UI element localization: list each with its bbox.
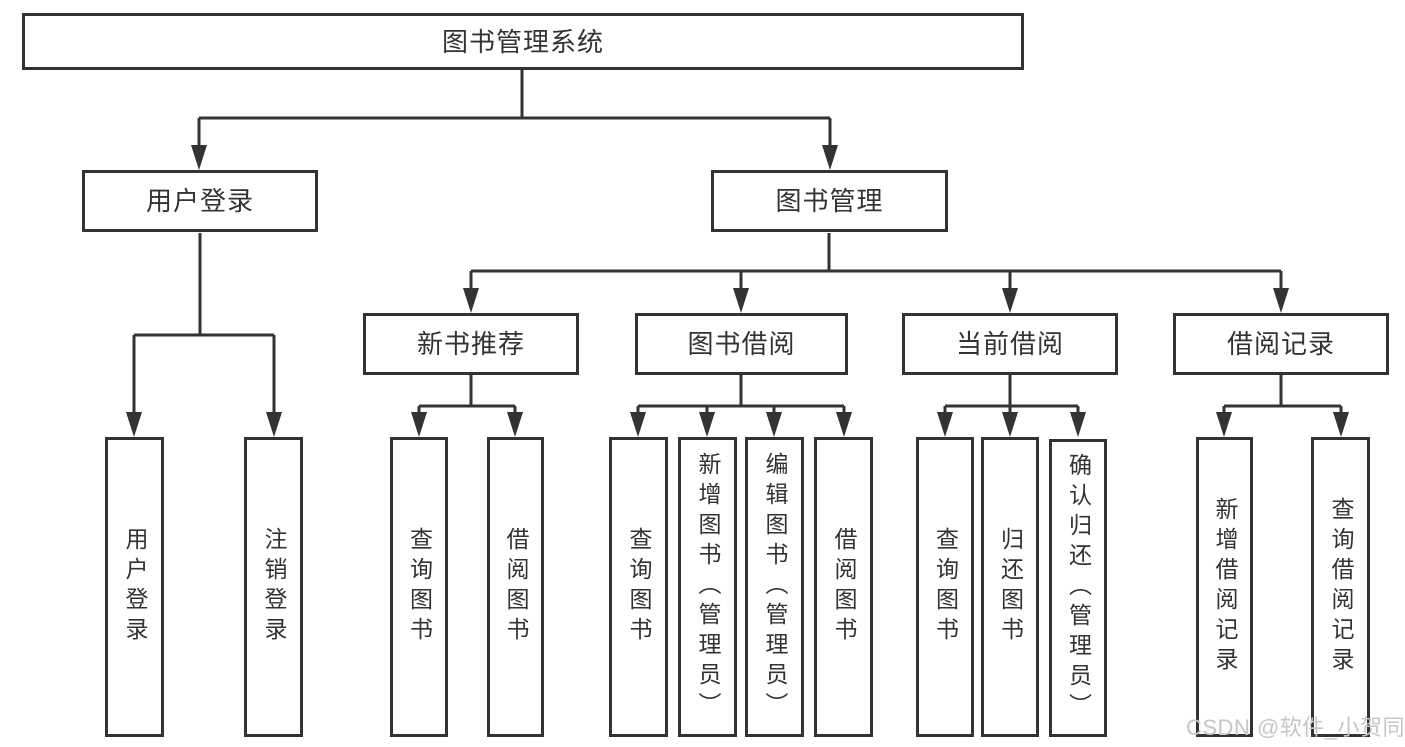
leaf-borrow-books-newbook-label: 借阅图书 [503, 527, 529, 647]
leaf-edit-books-admin-label: 编辑图书（管理员） [762, 452, 788, 722]
leaf-add-books-admin: 新增图书（管理员） [678, 437, 737, 737]
leaf-return-books: 归还图书 [981, 437, 1039, 737]
leaf-edit-books-admin: 编辑图书（管理员） [745, 437, 804, 737]
leaf-add-books-admin-label: 新增图书（管理员） [695, 452, 721, 722]
node-user-login: 用户登录 [82, 170, 318, 232]
leaf-borrow-books-borrow: 借阅图书 [814, 437, 873, 737]
leaf-query-borrow-record-label: 查询借阅记录 [1328, 497, 1354, 677]
watermark: CSDN @软件_小贺同学 [1186, 715, 1405, 740]
node-borrowing-records: 借阅记录 [1173, 313, 1389, 375]
leaf-query-books-current-label: 查询图书 [932, 527, 959, 647]
node-user-login-label: 用户登录 [145, 186, 254, 216]
node-book-borrowing-label: 图书借阅 [687, 329, 796, 359]
node-root-system: 图书管理系统 [22, 13, 1024, 70]
node-borrowing-records-label: 借阅记录 [1226, 329, 1335, 359]
node-root-system-label: 图书管理系统 [441, 26, 604, 57]
leaf-confirm-return-admin: 确认归还（管理员） [1049, 439, 1107, 737]
leaf-borrow-books-newbook: 借阅图书 [487, 437, 544, 737]
leaf-logout: 注销登录 [244, 437, 303, 737]
node-current-borrowing-label: 当前借阅 [955, 329, 1064, 359]
leaf-user-login: 用户登录 [105, 437, 164, 737]
node-new-book-recommend-label: 新书推荐 [416, 329, 525, 359]
leaf-add-borrow-record: 新增借阅记录 [1196, 437, 1253, 737]
leaf-query-borrow-record: 查询借阅记录 [1311, 437, 1370, 737]
leaf-return-books-label: 归还图书 [997, 527, 1024, 647]
node-book-management: 图书管理 [711, 170, 948, 232]
node-book-management-label: 图书管理 [775, 186, 884, 216]
arrowheads [126, 145, 1349, 437]
leaf-user-login-label: 用户登录 [122, 527, 148, 647]
leaf-add-borrow-record-label: 新增借阅记录 [1212, 497, 1238, 677]
leaf-borrow-books-borrow-label: 借阅图书 [831, 527, 857, 647]
leaf-confirm-return-admin-label: 确认归还（管理员） [1065, 453, 1092, 723]
leaf-query-books-borrow-label: 查询图书 [626, 527, 652, 647]
node-current-borrowing: 当前借阅 [902, 313, 1118, 375]
leaf-logout-label: 注销登录 [261, 527, 287, 647]
node-book-borrowing: 图书借阅 [635, 313, 848, 375]
leaf-query-books-borrow: 查询图书 [609, 437, 668, 737]
leaf-query-books-newbook: 查询图书 [390, 437, 448, 737]
node-new-book-recommend: 新书推荐 [363, 313, 579, 375]
leaf-query-books-current: 查询图书 [916, 437, 974, 737]
leaf-query-books-newbook-label: 查询图书 [406, 527, 433, 647]
